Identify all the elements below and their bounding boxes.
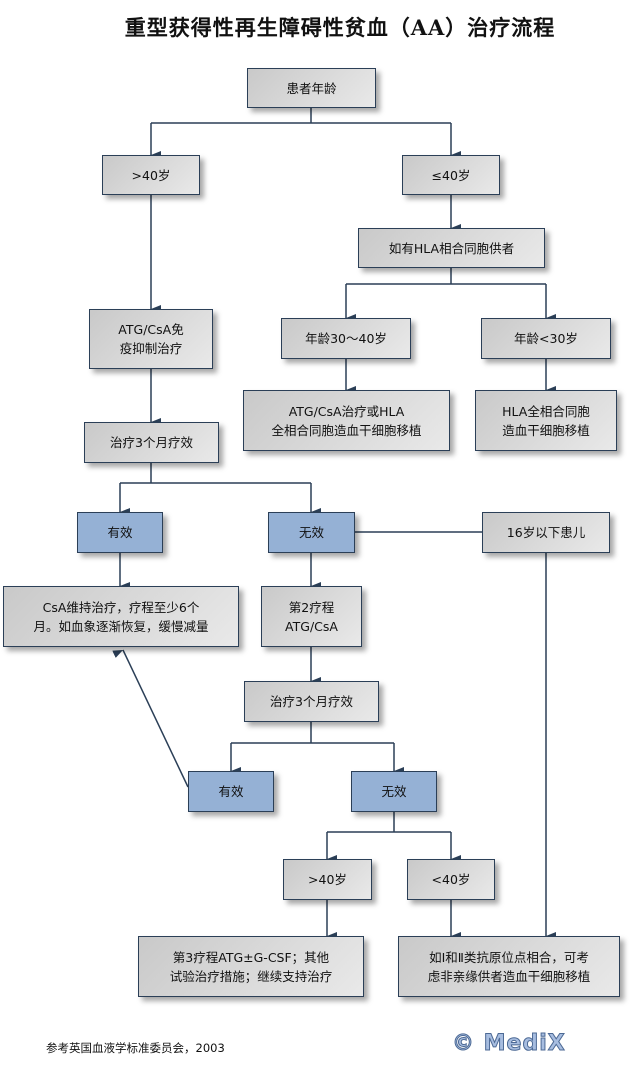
node-immunosuppressive-therapy: ATG/CsA免 疫抑制治疗 xyxy=(89,309,213,369)
edge-root-split xyxy=(151,108,451,124)
node-ineffective-2: 无效 xyxy=(351,771,437,812)
node-hla-transplant: HLA全相合同胞 造血干细胞移植 xyxy=(475,390,617,451)
node-atg-or-hla-transplant: ATG/CsA治疗或HLA 全相合同胞造血干细胞移植 xyxy=(243,390,450,451)
edge-eval2-split xyxy=(231,721,394,744)
node-over-40-b: >40岁 xyxy=(283,859,372,900)
node-csa-maintenance: CsA维持治疗，疗程至少6个 月。如血象逐渐恢复，缓慢减量 xyxy=(3,586,239,647)
node-hla-sibling-donor: 如有HLA相合同胞供者 xyxy=(358,228,545,268)
edge-eval1-split xyxy=(120,462,311,484)
node-children-under-16: 16岁以下患儿 xyxy=(482,512,610,553)
node-eval-3-months-1: 治疗3个月疗效 xyxy=(84,422,219,463)
medix-logo: © MediX xyxy=(452,1031,566,1057)
edge-ineffective2-split xyxy=(327,811,451,833)
edge-hla-split xyxy=(346,268,546,285)
node-third-course: 第3疗程ATG±G-CSF；其他 试验治疗措施；继续支持治疗 xyxy=(138,936,364,997)
node-patient-age: 患者年龄 xyxy=(247,68,376,108)
node-second-course: 第2疗程 ATG/CsA xyxy=(261,586,362,647)
node-ineffective-1: 无效 xyxy=(268,512,355,553)
flowchart-title: 重型获得性再生障碍性贫血（AA）治疗流程 xyxy=(124,15,556,40)
node-effective-2: 有效 xyxy=(188,771,274,812)
node-le-40: ≤40岁 xyxy=(402,155,500,195)
node-over-40: >40岁 xyxy=(102,155,200,195)
node-effective-1: 有效 xyxy=(77,512,163,553)
node-unrelated-donor-transplant: 如Ⅰ和Ⅱ类抗原位点相合，可考 虑非亲缘供者造血干细胞移植 xyxy=(398,936,620,997)
node-eval-3-months-2: 治疗3个月疗效 xyxy=(244,681,379,722)
node-under-40-b: <40岁 xyxy=(407,859,495,900)
node-age-30-40: 年龄30～40岁 xyxy=(281,318,411,359)
reference-note: 参考英国血液学标准委员会，2003 xyxy=(46,1041,225,1055)
node-age-under-30: 年龄<30岁 xyxy=(481,318,611,359)
edge-effective2-csa xyxy=(112,649,189,788)
